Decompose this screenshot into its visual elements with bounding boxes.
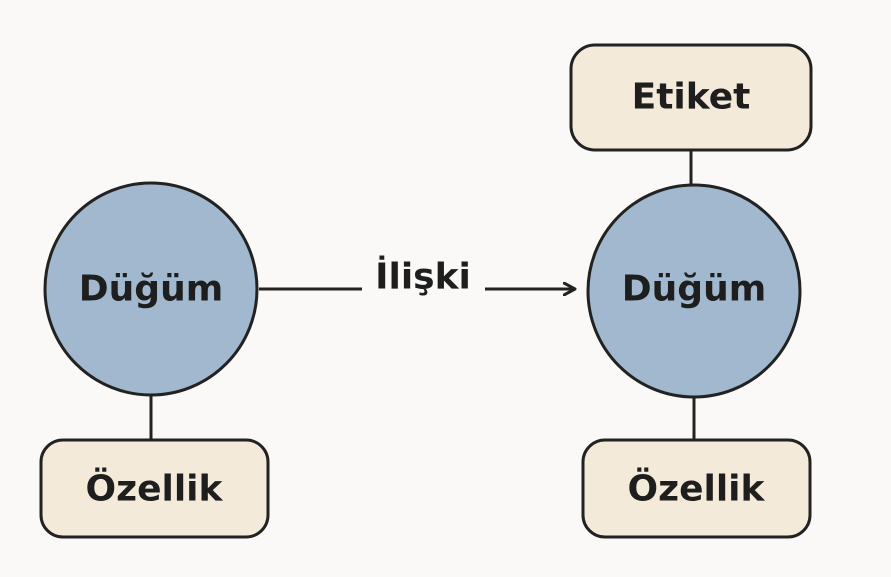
relationship-label: İlişki [375, 256, 471, 298]
right-property-box [581, 438, 812, 539]
left-property-box [39, 438, 270, 539]
left-property-label: Özellik [86, 468, 224, 510]
right-property-label: Özellik [628, 468, 766, 510]
right-tag-label: Etiket [632, 77, 751, 118]
right-node-circle [586, 183, 802, 399]
right-node-label: Düğüm [622, 269, 766, 310]
left-node-label: Düğüm [79, 269, 223, 310]
right-tag-box [569, 43, 813, 152]
left-node-circle [43, 181, 259, 397]
